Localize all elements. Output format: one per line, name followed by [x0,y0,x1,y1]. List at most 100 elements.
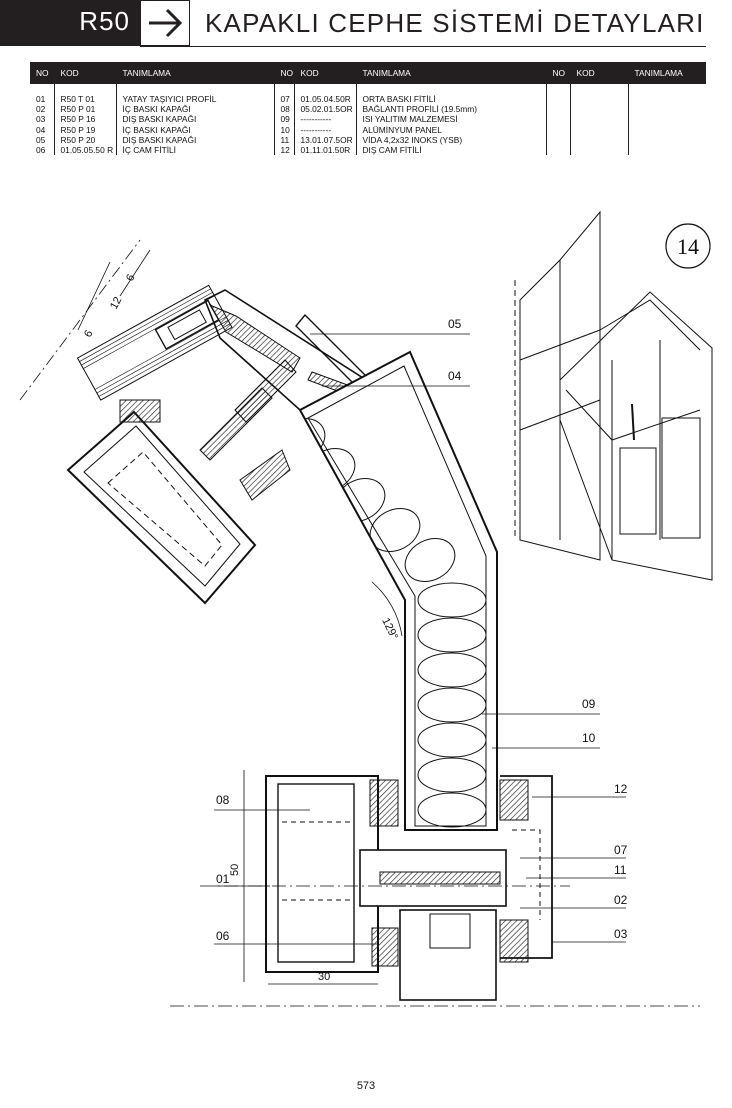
screw-and-gaskets [119,359,297,501]
table-cell [546,84,571,105]
col-header: KOD [294,62,357,84]
table-cell: ----------- [294,114,357,125]
table-cell [570,84,629,105]
col-header: TANIMLAMA [628,62,706,84]
callout-10: 10 [582,731,596,745]
table-cell: 11 [274,134,295,146]
table-cell [546,134,571,146]
table-cell [546,114,571,125]
arrow-right-icon [140,0,190,46]
table-cell: 09 [274,114,295,125]
col-header: NO [274,62,295,84]
table-cell [546,145,571,156]
table-cell: ----------- [294,124,357,135]
page-header: R50 KAPAKLI CEPHE SİSTEMİ DETAYLARI [0,0,732,48]
table-cell [546,104,571,115]
table-cell: VİDA 4,2x32 INOKS (YSB) [356,134,547,146]
callout-03: 03 [614,927,628,941]
table-cell [628,135,706,145]
callout-12: 12 [614,782,628,796]
horizontal-carrier-profile [265,775,507,1001]
dim-6-bottom: 6 [82,328,95,339]
table-cell: 07 [274,84,295,105]
col-header: TANIMLAMA [356,62,547,84]
table-cell [546,124,571,135]
title-rule [140,46,706,47]
table-cell: DIŞ BASKI KAPAĞI [116,134,275,146]
table-cell: 01 [30,84,55,105]
table-cell: 03 [30,114,55,125]
table-cell: 06 [30,145,55,156]
inner-carrier-profile [66,410,257,605]
table-cell [570,114,629,125]
callout-11: 11 [614,863,627,877]
table-cell: ISI YALITIM MALZEMESİ [356,114,547,125]
table-cell: 12 [274,145,295,156]
page-number: 573 [356,1080,376,1092]
glass-unit [76,284,233,401]
table-cell: 01.05.05.50 R [54,145,117,156]
callout-01: 01 [216,872,230,886]
col-header: NO [30,62,55,84]
table-cell: BAĞLANTI PROFİLİ (19.5mm) [356,104,547,115]
parts-table: NO KOD TANIMLAMA NO KOD TANIMLAMA NO KOD… [30,62,706,156]
table-cell: 02 [30,104,55,115]
series-badge: R50 [0,0,140,46]
table-cell: R50 P 16 [54,114,117,125]
table-cell: R50 P 01 [54,104,117,115]
table-cell: DIŞ CAM FİTİLİ [356,145,547,156]
technical-drawing: 14 6 12 6 129° 50 30 05 04 09 10 12 07 1… [19,210,713,1007]
outer-cover-cap [499,775,553,963]
table-cell [570,124,629,135]
table-cell [628,145,706,155]
table-cell [628,114,706,124]
angle-label: 129° [379,616,400,642]
table-cell [570,145,629,156]
table-cell: DIŞ BASKI KAPAĞI [116,114,275,125]
table-cell: 01.11.01.50R [294,145,357,156]
table-cell: İÇ BASKI KAPAĞI [116,124,275,135]
dim-12: 12 [108,295,124,311]
col-header: KOD [54,62,117,84]
table-cell: ORTA BASKI FİTİLİ [356,84,547,105]
table-cell: İÇ BASKI KAPAĞI [116,104,275,115]
table-cell: R50 T 01 [54,84,117,105]
facade-perspective [514,210,713,581]
table-cell: 05.02.01.5OR [294,104,357,115]
table-cell: 05 [30,134,55,146]
table-cell: 01.05.04.50R [294,84,357,105]
page-title: KAPAKLI CEPHE SİSTEMİ DETAYLARI [205,8,705,38]
table-cell: YATAY TAŞIYICI PROFİL [116,84,275,105]
dim-50: 50 [229,864,241,876]
callout-leaders [214,333,626,945]
table-cell: R50 P 20 [54,134,117,146]
callout-05: 05 [448,317,462,331]
insulated-panel [298,350,498,831]
col-header: NO [546,62,571,84]
table-cell: 08 [274,104,295,115]
table-cell: 13.01.07.5OR [294,134,357,146]
dim-30: 30 [318,971,330,983]
detail-badge: 14 [665,223,711,269]
table-cell [628,125,706,135]
table-cell: ALÜMİNYUM PANEL [356,124,547,135]
table-cell: R50 P 19 [54,124,117,135]
callout-07: 07 [614,843,628,857]
table-cell [570,134,629,146]
table-cell [628,84,706,104]
callout-04: 04 [448,369,462,383]
dim-6-top: 6 [124,272,137,283]
table-cell [628,104,706,114]
callout-labels: 05 04 09 10 12 07 11 02 03 08 01 06 [216,317,628,943]
callout-08: 08 [216,793,230,807]
callout-09: 09 [582,697,596,711]
table-cell [570,104,629,115]
col-header: TANIMLAMA [116,62,275,84]
